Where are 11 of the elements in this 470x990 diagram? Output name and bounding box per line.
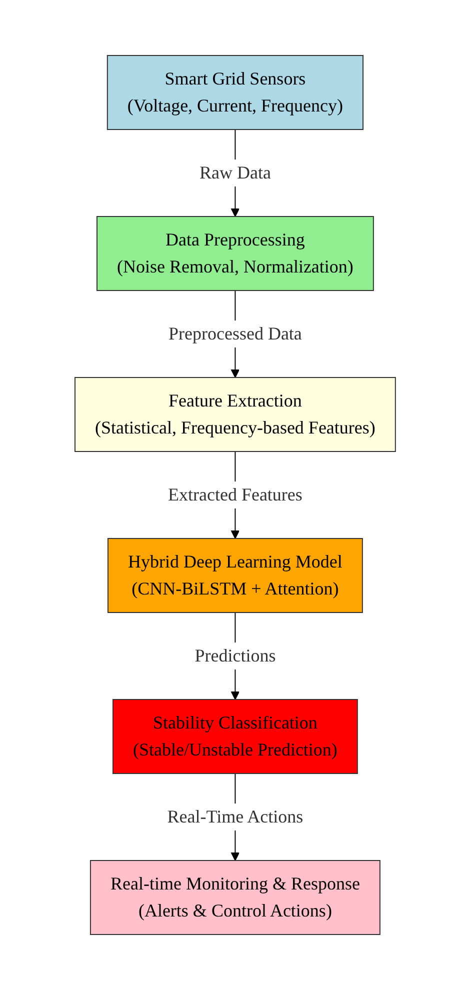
edge-label: Predictions [194,646,276,666]
edge-label: Preprocessed Data [168,324,302,344]
node-box: Smart Grid Sensors (Voltage, Current, Frequency) [106,55,364,130]
edge-label: Raw Data [199,162,271,182]
node-box: Stability Classification (Stable/Unstable Prediction) [112,699,358,774]
edge-label: Real-Time Actions [167,806,303,826]
node-box: Real-time Monitoring & Response (Alerts & Control Actions) [90,860,380,935]
node-box: Hybrid Deep Learning Model (CNN-BiLSTM + Attention) [107,538,363,613]
node-box: Feature Extraction (Statistical, Frequency-based Features) [74,377,396,452]
edge-label: Extracted Features [168,484,302,504]
node-box: Data Preprocessing (Noise Removal, Normalization) [96,216,374,291]
